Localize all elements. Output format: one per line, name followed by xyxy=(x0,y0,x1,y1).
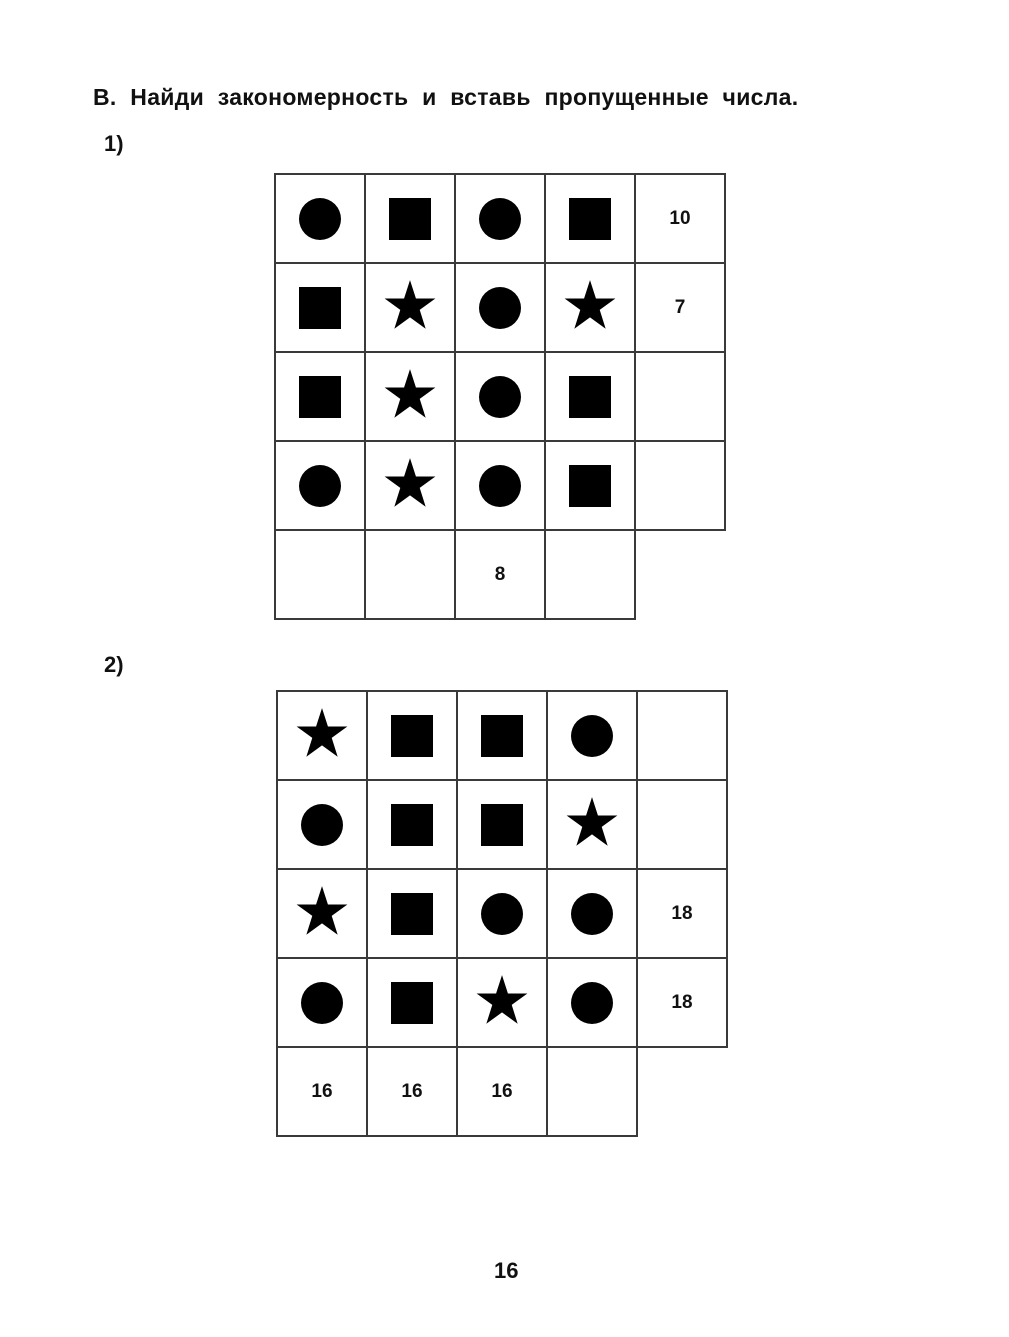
sum-cell: 16 xyxy=(276,1046,368,1137)
grid-cell-square xyxy=(366,779,458,870)
empty-answer-cell[interactable] xyxy=(364,529,456,620)
grid-cell-circle xyxy=(546,690,638,781)
star-icon xyxy=(475,973,529,1033)
square-icon xyxy=(299,375,341,418)
sum-value: 18 xyxy=(671,991,693,1013)
square-icon xyxy=(299,286,341,329)
square-icon xyxy=(391,714,433,757)
empty-answer-cell[interactable] xyxy=(634,440,726,531)
grid-cell-circle xyxy=(274,440,366,531)
grid-cell-circle xyxy=(546,957,638,1048)
grid-cell-square xyxy=(274,351,366,442)
grid-cell-star xyxy=(546,779,638,870)
exercise-heading: В. Найди закономерность и вставь пропуще… xyxy=(93,84,799,110)
square-icon xyxy=(391,981,433,1024)
sum-value: 16 xyxy=(401,1080,423,1102)
square-icon xyxy=(481,803,523,846)
grid-cell-star xyxy=(364,262,456,353)
star-icon xyxy=(383,456,437,516)
empty-answer-cell[interactable] xyxy=(636,779,728,870)
sum-value: 8 xyxy=(494,563,506,585)
task-1-label: 1) xyxy=(104,131,124,156)
grid-cell-square xyxy=(544,351,636,442)
square-icon xyxy=(569,464,611,507)
empty-answer-cell[interactable] xyxy=(546,1046,638,1137)
sum-cell: 16 xyxy=(456,1046,548,1137)
grid-cell-square xyxy=(364,173,456,264)
circle-icon xyxy=(299,197,341,240)
grid-cell-square xyxy=(544,173,636,264)
empty-answer-cell[interactable] xyxy=(544,529,636,620)
grid-cell-circle xyxy=(454,262,546,353)
sum-cell: 10 xyxy=(634,173,726,264)
task-2-label: 2) xyxy=(104,652,124,677)
page-number: 16 xyxy=(494,1258,519,1283)
grid-cell-star xyxy=(364,351,456,442)
sum-cell: 16 xyxy=(366,1046,458,1137)
sum-value: 18 xyxy=(671,902,693,924)
square-icon xyxy=(569,197,611,240)
grid-cell-square xyxy=(456,690,548,781)
grid-cell-star xyxy=(364,440,456,531)
sum-value: 7 xyxy=(674,296,686,318)
star-icon xyxy=(295,884,349,944)
grid-cell-square xyxy=(274,262,366,353)
empty-answer-cell[interactable] xyxy=(274,529,366,620)
circle-icon xyxy=(479,197,521,240)
sum-cell: 18 xyxy=(636,868,728,959)
sum-cell: 7 xyxy=(634,262,726,353)
star-icon xyxy=(563,278,617,338)
sum-value: 10 xyxy=(669,207,691,229)
star-icon xyxy=(383,278,437,338)
grid-cell-star xyxy=(276,690,368,781)
star-icon xyxy=(383,367,437,427)
star-icon xyxy=(295,706,349,766)
sum-cell: 8 xyxy=(454,529,546,620)
square-icon xyxy=(481,714,523,757)
empty-answer-cell[interactable] xyxy=(636,690,728,781)
circle-icon xyxy=(299,464,341,507)
grid-cell-star xyxy=(544,262,636,353)
circle-icon xyxy=(571,714,613,757)
circle-icon xyxy=(479,286,521,329)
circle-icon xyxy=(301,981,343,1024)
grid-cell-circle xyxy=(454,351,546,442)
square-icon xyxy=(391,803,433,846)
grid-cell-circle xyxy=(546,868,638,959)
sum-cell: 18 xyxy=(636,957,728,1048)
circle-icon xyxy=(571,892,613,935)
grid-cell-circle xyxy=(274,173,366,264)
grid-cell-square xyxy=(366,690,458,781)
square-icon xyxy=(391,892,433,935)
square-icon xyxy=(389,197,431,240)
grid-cell-circle xyxy=(454,440,546,531)
grid-cell-circle xyxy=(276,957,368,1048)
grid-cell-circle xyxy=(454,173,546,264)
grid-cell-square xyxy=(456,779,548,870)
grid-cell-circle xyxy=(456,868,548,959)
sum-value: 16 xyxy=(311,1080,333,1102)
star-icon xyxy=(565,795,619,855)
grid-cell-circle xyxy=(276,779,368,870)
circle-icon xyxy=(479,464,521,507)
grid-cell-square xyxy=(544,440,636,531)
empty-answer-cell[interactable] xyxy=(634,351,726,442)
sum-value: 16 xyxy=(491,1080,513,1102)
grid-cell-square xyxy=(366,868,458,959)
grid-cell-star xyxy=(456,957,548,1048)
square-icon xyxy=(569,375,611,418)
circle-icon xyxy=(571,981,613,1024)
grid-cell-star xyxy=(276,868,368,959)
grid-cell-square xyxy=(366,957,458,1048)
circle-icon xyxy=(481,892,523,935)
circle-icon xyxy=(479,375,521,418)
circle-icon xyxy=(301,803,343,846)
